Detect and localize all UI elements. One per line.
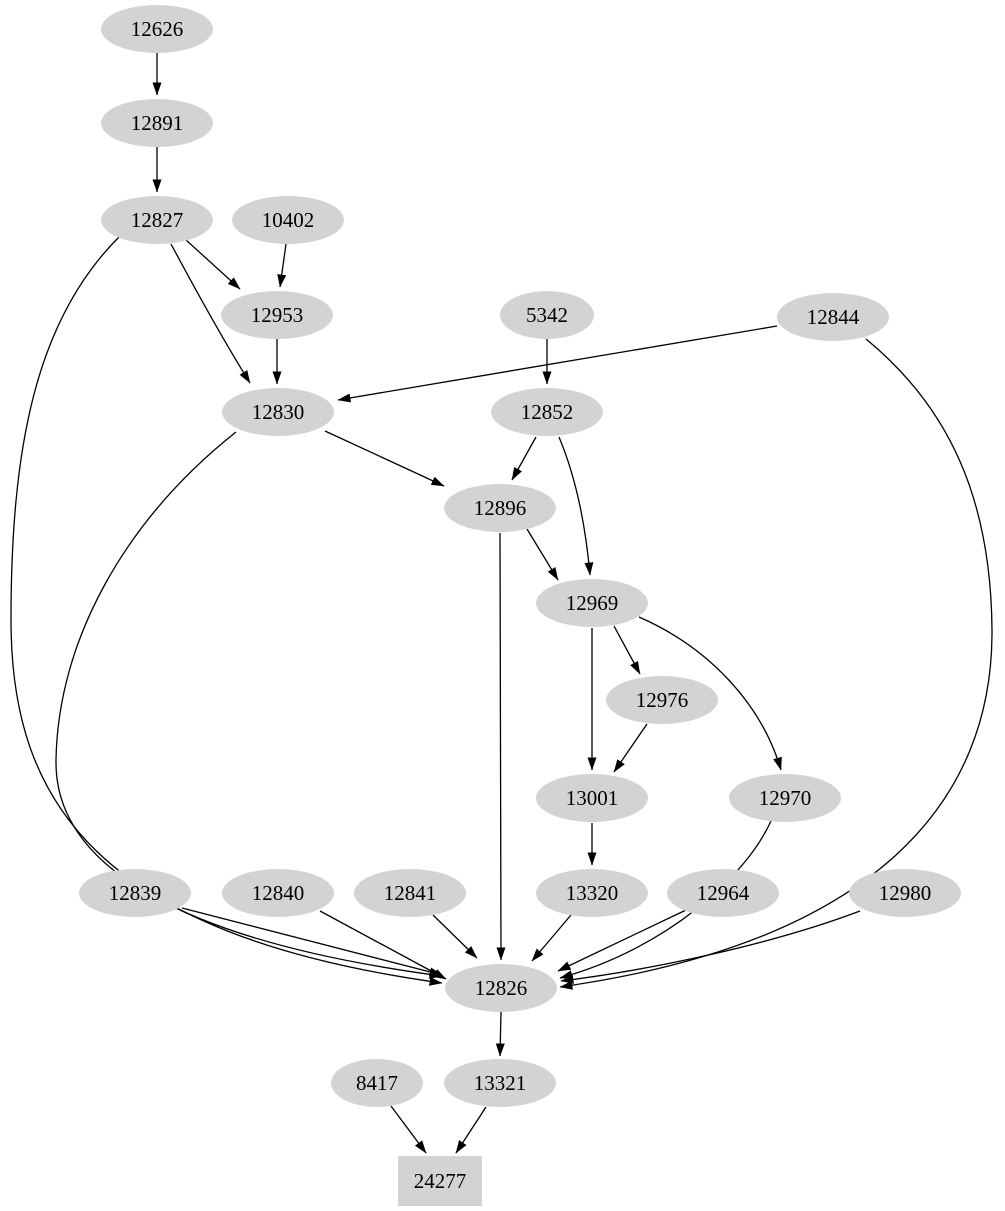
node-ellipse-12976	[606, 676, 718, 724]
edge-12844-to-12826	[559, 338, 993, 990]
node-ellipse-12827	[101, 196, 213, 244]
node-ellipse-10402	[232, 196, 344, 244]
node-12830: 12830	[222, 388, 334, 436]
node-ellipse-12852	[491, 388, 603, 436]
node-ellipse-13321	[444, 1059, 556, 1107]
node-ellipse-12839	[79, 869, 191, 917]
edge-12852-to-12896	[511, 436, 537, 481]
node-12953: 12953	[221, 291, 333, 339]
node-ellipse-12891	[101, 99, 213, 147]
node-label-12980: 12980	[879, 881, 932, 905]
node-label-12964: 12964	[697, 881, 750, 905]
node-ellipse-12896	[444, 484, 556, 532]
node-13321: 13321	[444, 1059, 556, 1107]
edge-13320-to-12826	[531, 914, 572, 962]
edge-12826-to-13321	[495, 1011, 505, 1057]
node-box-24277	[398, 1156, 482, 1206]
edge-10402-to-12953	[277, 243, 287, 288]
node-label-12827: 12827	[131, 208, 184, 232]
node-label-12896: 12896	[474, 496, 527, 520]
edge-12980-to-12826	[560, 910, 861, 984]
edge-12827-to-12953	[185, 239, 241, 290]
node-12896: 12896	[444, 484, 556, 532]
node-ellipse-12953	[221, 291, 333, 339]
node-label-13321: 13321	[474, 1071, 527, 1095]
node-label-24277: 24277	[414, 1169, 467, 1193]
edge-8417-to-24277	[390, 1105, 427, 1154]
edge-12896-to-12826	[496, 532, 506, 961]
node-label-12891: 12891	[131, 111, 184, 135]
edge-12827-to-12830	[170, 243, 251, 384]
edge-12830-to-12826	[55, 431, 443, 979]
node-ellipse-13320	[536, 869, 648, 917]
node-label-12839: 12839	[109, 881, 162, 905]
node-ellipse-12826	[445, 964, 557, 1012]
node-12839: 12839	[79, 869, 191, 917]
node-ellipse-12970	[729, 774, 841, 822]
edge-12896-to-12969	[526, 528, 559, 581]
node-12980: 12980	[849, 869, 961, 917]
edge-12827-to-12826	[10, 235, 443, 986]
node-5342: 5342	[500, 291, 594, 339]
node-ellipse-12980	[849, 869, 961, 917]
node-label-12840: 12840	[252, 881, 305, 905]
node-ellipse-12830	[222, 388, 334, 436]
node-ellipse-12626	[101, 5, 213, 53]
node-label-12852: 12852	[521, 400, 574, 424]
node-layer: 12626 12891 12827 10402 12953 5342 12844 12830 1…	[79, 5, 961, 1206]
node-ellipse-8417	[331, 1059, 423, 1107]
node-label-8417: 8417	[356, 1071, 398, 1095]
node-ellipse-12841	[354, 869, 466, 917]
node-label-12953: 12953	[251, 303, 304, 327]
node-24277: 24277	[398, 1156, 482, 1206]
node-label-12844: 12844	[807, 305, 860, 329]
edge-layer	[10, 53, 993, 1154]
node-ellipse-12964	[667, 869, 779, 917]
node-label-12826: 12826	[475, 976, 528, 1000]
edge-13321-to-24277	[455, 1106, 487, 1154]
node-12626: 12626	[101, 5, 213, 53]
edge-12841-to-12826	[432, 914, 478, 959]
node-12976: 12976	[606, 676, 718, 724]
edge-12839-to-12826	[181, 907, 443, 977]
edge-12840-to-12826	[319, 910, 447, 980]
node-8417: 8417	[331, 1059, 423, 1107]
node-13001: 13001	[536, 774, 648, 822]
node-12826: 12826	[445, 964, 557, 1012]
node-label-12970: 12970	[759, 786, 812, 810]
node-12891: 12891	[101, 99, 213, 147]
edge-12844-to-12830	[337, 325, 778, 403]
node-label-13001: 13001	[566, 786, 619, 810]
edge-12969-to-12970	[638, 616, 782, 771]
node-ellipse-12969	[536, 579, 648, 627]
node-13320: 13320	[536, 869, 648, 917]
node-12844: 12844	[777, 293, 889, 341]
node-label-12626: 12626	[131, 17, 184, 41]
node-12964: 12964	[667, 869, 779, 917]
node-label-10402: 10402	[262, 208, 315, 232]
edge-12976-to-13001	[613, 723, 648, 773]
node-ellipse-12844	[777, 293, 889, 341]
node-12852: 12852	[491, 388, 603, 436]
node-label-13320: 13320	[566, 881, 619, 905]
node-12970: 12970	[729, 774, 841, 822]
node-label-12976: 12976	[636, 688, 689, 712]
node-label-5342: 5342	[526, 303, 568, 327]
node-ellipse-5342	[500, 291, 594, 339]
edge-12852-to-12969	[558, 436, 594, 576]
node-ellipse-13001	[536, 774, 648, 822]
node-label-12969: 12969	[566, 591, 619, 615]
node-12840: 12840	[222, 869, 334, 917]
edge-12830-to-12896	[324, 430, 445, 487]
node-label-12841: 12841	[384, 881, 437, 905]
node-12841: 12841	[354, 869, 466, 917]
node-ellipse-12840	[222, 869, 334, 917]
edge-12964-to-12826	[557, 909, 687, 972]
node-12969: 12969	[536, 579, 648, 627]
node-label-12830: 12830	[252, 400, 305, 424]
edge-12969-to-12976	[613, 625, 641, 675]
node-12827: 12827	[101, 196, 213, 244]
node-10402: 10402	[232, 196, 344, 244]
